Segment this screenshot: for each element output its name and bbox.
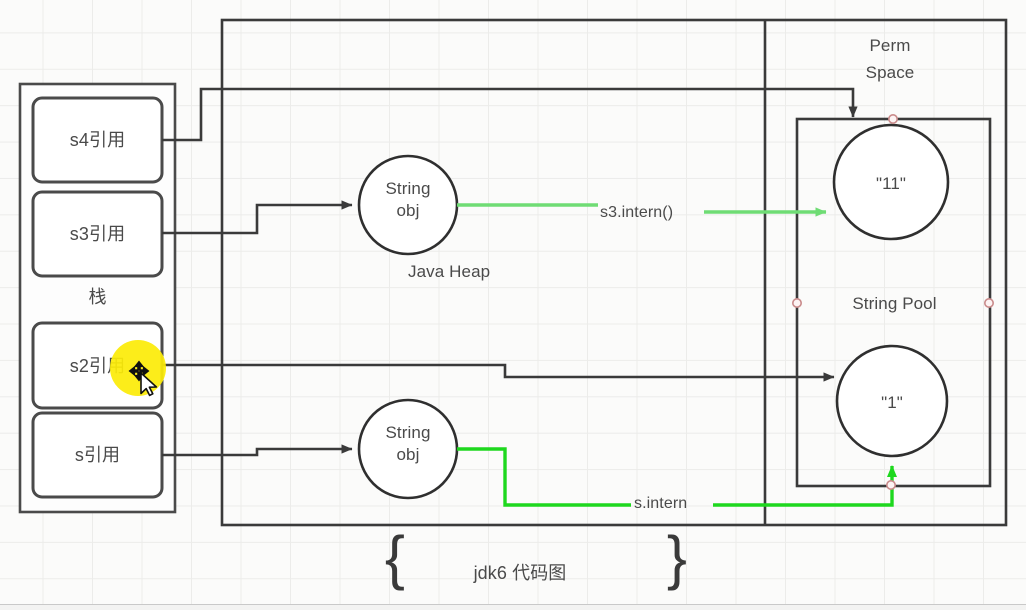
pool-entry-label-11: "11" bbox=[875, 174, 907, 193]
brace-left: { bbox=[384, 524, 406, 591]
heap-object-label-1-line1: String bbox=[385, 179, 431, 198]
edge-label-s3-intern: s3.intern() bbox=[600, 204, 674, 221]
perm-space-label-line1: Perm bbox=[869, 36, 911, 55]
edge-s2-to-pool-1 bbox=[162, 363, 835, 382]
heap-object-label-2-line2: obj bbox=[396, 445, 420, 464]
edge-s-to-heap-object-2 bbox=[162, 444, 353, 457]
bottom-rule bbox=[0, 604, 1026, 610]
edge-s3-to-heap-object-1 bbox=[162, 200, 353, 235]
stack-label: 栈 bbox=[88, 287, 107, 307]
edge-s4-to-pool-11 bbox=[162, 87, 858, 142]
selection-handle-right[interactable] bbox=[983, 297, 994, 308]
heap-object-label-1-line2: obj bbox=[396, 201, 420, 220]
string-pool-label: String Pool bbox=[852, 294, 937, 313]
diagram-caption: jdk6 代码图 bbox=[473, 563, 567, 583]
stack-frame-label-s: s引用 bbox=[74, 445, 121, 465]
java-heap-box bbox=[220, 18, 1008, 527]
move-cursor bbox=[128, 360, 172, 409]
selection-handle-top[interactable] bbox=[887, 114, 898, 125]
edge-label-s-intern: s.intern bbox=[634, 495, 688, 512]
move-cursor-icon bbox=[128, 360, 158, 397]
selection-handle-left[interactable] bbox=[791, 297, 802, 308]
stack-frame-label-s3: s3引用 bbox=[69, 224, 126, 244]
java-heap-label: Java Heap bbox=[408, 262, 491, 281]
brace-right: } bbox=[666, 524, 688, 591]
pool-entry-label-1: "1" bbox=[881, 393, 903, 412]
perm-space-label-line2: Space bbox=[865, 63, 915, 82]
selection-handle-bottom[interactable] bbox=[885, 479, 896, 490]
heap-object-label-2-line1: String bbox=[385, 423, 431, 442]
stack-frame-label-s4: s4引用 bbox=[69, 130, 126, 150]
